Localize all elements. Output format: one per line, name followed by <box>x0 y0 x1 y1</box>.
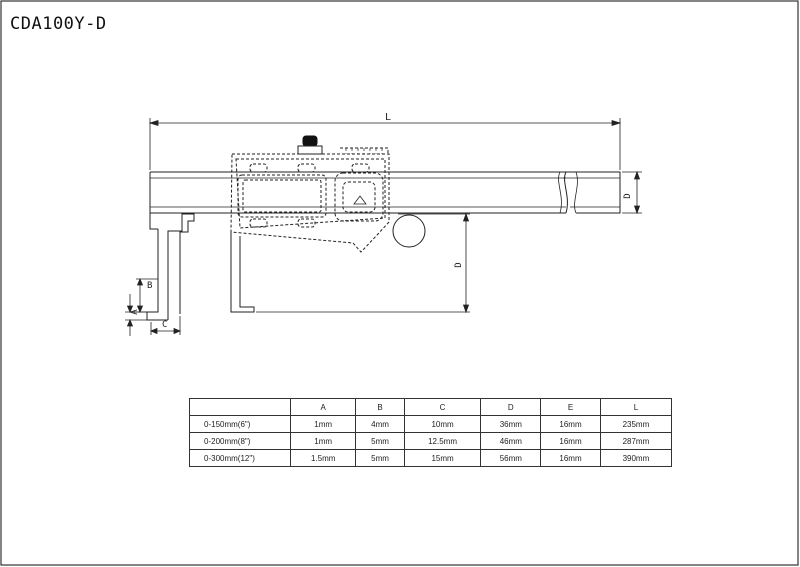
dim-L-arrows <box>148 119 622 127</box>
table-cell-range: 0-300mm(12") <box>189 449 291 467</box>
table-cell: 1mm <box>289 415 357 433</box>
dim-D-right-arrows <box>633 170 641 215</box>
lcd-screen <box>237 174 327 218</box>
table-header-cell: E <box>540 398 601 416</box>
dim-B-arrows <box>136 277 144 314</box>
page-title: CDA100Y-D <box>10 14 107 34</box>
table-cell: 16mm <box>540 449 601 467</box>
table-cell: 1mm <box>289 432 357 450</box>
beam-left-end <box>149 172 158 230</box>
slider-housing <box>230 153 390 253</box>
button-panel <box>334 172 384 222</box>
table-cell: 15mm <box>403 449 482 467</box>
lock-screw-knob-icon <box>302 135 318 147</box>
table-header-cell: C <box>403 398 482 416</box>
table-cell: 390mm <box>599 449 673 467</box>
dim-D-depth-arrows <box>462 212 470 314</box>
dimension-text: L D D B A C <box>130 112 633 330</box>
dim-D-depth <box>256 213 470 313</box>
beam-right-inner <box>563 177 620 208</box>
table-cell: 46mm <box>480 432 542 450</box>
button-top-middle <box>297 163 316 173</box>
table-cell: 4mm <box>355 415 405 433</box>
button-panel-inner <box>342 181 376 213</box>
dim-B-label: B <box>147 281 152 291</box>
lock-screw-base <box>297 145 323 155</box>
dim-C-label: C <box>162 320 167 330</box>
moving-jaw <box>230 232 255 313</box>
table-cell: 56mm <box>480 449 542 467</box>
slider-head <box>230 147 390 253</box>
table-row: 0-300mm(12") 1.5mm 5mm 15mm 56mm 16mm 39… <box>189 449 673 467</box>
table-header-cell: B <box>355 398 405 416</box>
beam-right-section <box>563 171 621 214</box>
thumb-grip-ridges <box>345 148 383 154</box>
fixed-jaw-outer <box>146 229 168 321</box>
thumb-wheel-icon <box>392 214 426 248</box>
dim-A <box>125 294 147 336</box>
table-header-cell: A <box>289 398 357 416</box>
table-row: 0-200mm(8") 1mm 5mm 12.5mm 46mm 16mm 287… <box>189 432 673 450</box>
table-cell-range: 0-150mm(6") <box>189 415 291 433</box>
table-cell: 16mm <box>540 415 601 433</box>
spec-table: A B C D E L 0-150mm(6") 1mm 4mm 10mm 36m… <box>189 398 673 467</box>
button-bottom-middle <box>297 218 316 228</box>
dim-L-extension <box>149 118 621 170</box>
button-top-left <box>249 163 268 173</box>
beam-break-right <box>574 171 578 214</box>
dim-D-depth-label: D <box>454 262 464 267</box>
beam-inner-lines <box>150 177 566 208</box>
dim-L-label: L <box>385 112 391 123</box>
table-cell: 36mm <box>480 415 542 433</box>
table-cell: 5mm <box>355 449 405 467</box>
beam-break-left-2 <box>558 171 562 214</box>
dim-D-right-label: D <box>623 193 633 198</box>
table-cell: 12.5mm <box>403 432 482 450</box>
logo-mark-icon <box>353 195 367 205</box>
dim-A-arrows <box>126 305 134 327</box>
button-top-right <box>351 163 370 173</box>
table-cell: 10mm <box>403 415 482 433</box>
table-cell: 235mm <box>599 415 673 433</box>
beam-break-left <box>564 171 568 214</box>
table-cell: 1.5mm <box>289 449 357 467</box>
caliper-drawing <box>146 135 621 321</box>
dimension-lines <box>125 118 642 336</box>
table-header-cell: D <box>480 398 542 416</box>
dim-A-label: A <box>130 309 140 315</box>
table-row: 0-150mm(6") 1mm 4mm 10mm 36mm 16mm 235mm <box>189 415 673 433</box>
slider-housing-inner <box>235 158 386 229</box>
table-cell: 16mm <box>540 432 601 450</box>
fixed-jaw-inner <box>167 213 195 320</box>
table-header-cell <box>189 398 291 416</box>
table-header-row: A B C D E L <box>189 398 673 416</box>
lcd-screen-inner <box>242 179 322 213</box>
table-cell: 287mm <box>599 432 673 450</box>
button-bottom-left <box>249 218 268 228</box>
thumb-grip <box>340 147 389 154</box>
table-cell: 5mm <box>355 432 405 450</box>
table-cell-range: 0-200mm(8") <box>189 432 291 450</box>
dim-C-arrows <box>149 327 182 335</box>
table-header-cell: L <box>599 398 673 416</box>
